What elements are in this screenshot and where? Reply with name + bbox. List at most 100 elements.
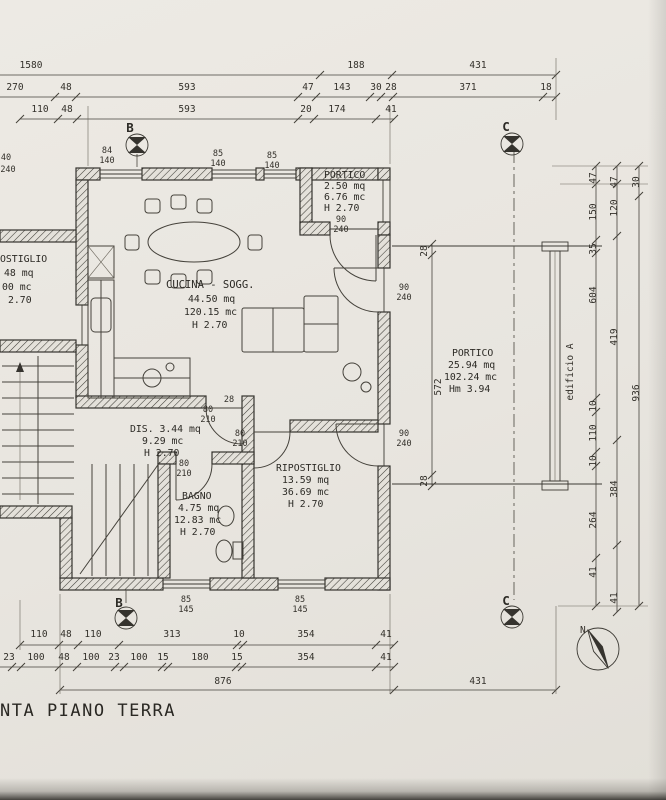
dim-label: 384 xyxy=(609,480,620,497)
opening-label: 90 xyxy=(399,283,409,293)
opening-label: 140 xyxy=(264,161,279,171)
dim-label: 270 xyxy=(6,82,23,93)
dim-label: 47 xyxy=(302,82,313,93)
dim-label: 48 xyxy=(60,629,72,640)
dim-label: 10 xyxy=(233,629,245,640)
opening-label: 84 xyxy=(102,146,112,156)
dim-label: 188 xyxy=(347,60,364,71)
furniture xyxy=(87,194,372,563)
north-arrow: N xyxy=(576,625,620,671)
dim-label: 23 xyxy=(108,652,119,663)
dim-label: 143 xyxy=(333,82,350,93)
section-marker-c-top: C xyxy=(500,119,524,156)
room-name: OSTIGLIO xyxy=(0,254,47,265)
toilet xyxy=(215,539,233,563)
room-name: CUCINA - SOGG. xyxy=(166,279,255,291)
window-bottom-1 xyxy=(162,579,211,589)
right-door-2 xyxy=(335,423,385,467)
dim-label: 431 xyxy=(469,676,486,687)
dim-label: 15 xyxy=(157,652,168,663)
left-wall-opening xyxy=(76,304,88,346)
opening-label: 140 xyxy=(99,156,114,166)
dim-label: 15 xyxy=(231,652,242,663)
dim-label: 354 xyxy=(297,652,314,663)
dim-label: 18 xyxy=(540,82,552,93)
entry-door xyxy=(329,228,378,282)
dim-label: 47 xyxy=(588,172,599,183)
chair xyxy=(196,198,213,214)
room-height: 2.70 xyxy=(8,295,32,306)
tall-unit xyxy=(87,245,115,279)
window-top-2 xyxy=(211,169,257,179)
room-name: RIPOSTIGLIO xyxy=(276,463,341,474)
dim-label: 593 xyxy=(178,82,195,93)
window-top-3 xyxy=(263,169,297,179)
sink xyxy=(90,297,112,333)
room-labels: PORTICO 2.50 mq 6.76 mc H 2.70 CUCINA - … xyxy=(0,170,576,538)
opening-label: 145 xyxy=(292,605,307,615)
dim-label: 876 xyxy=(214,676,231,687)
room-height: H 2.70 xyxy=(180,527,215,538)
north-label: N xyxy=(580,625,586,636)
section-marker-c-bottom: C xyxy=(500,593,524,629)
dim-label: 150 xyxy=(588,203,599,220)
chair xyxy=(144,269,161,285)
chair xyxy=(170,194,187,210)
opening-label: 80 xyxy=(203,405,213,415)
svg-text:B: B xyxy=(115,595,123,610)
room-height: H 2.70 xyxy=(288,499,323,510)
room-volume: 12.83 mc xyxy=(174,515,221,526)
room-name: PORTICO xyxy=(452,348,493,359)
compass-circle xyxy=(576,627,620,671)
opening-label: 85 xyxy=(213,149,223,159)
window-bottom-2 xyxy=(277,579,326,589)
dim-label: 110 xyxy=(31,104,48,115)
walls xyxy=(0,167,391,591)
stair-diagonal xyxy=(79,461,161,575)
chair xyxy=(196,269,213,285)
room-volume: 36.69 mc xyxy=(282,487,329,498)
dim-label: 20 xyxy=(300,104,312,115)
dim-label: 100 xyxy=(82,652,99,663)
dim-label: 35 xyxy=(588,243,599,254)
dim-label: 100 xyxy=(130,652,147,663)
dim-label: 28 xyxy=(385,82,397,93)
dim-label: 41 xyxy=(380,629,392,640)
side-table-small xyxy=(360,381,372,393)
svg-text:C: C xyxy=(502,593,510,608)
opening-label: 210 xyxy=(200,415,215,425)
dim-label: 41 xyxy=(609,592,620,604)
dim-label: 48 xyxy=(58,652,70,663)
room-volume: 00 mc xyxy=(2,282,32,293)
windows xyxy=(99,169,326,589)
drawing-title: NTA PIANO TERRA xyxy=(0,701,176,721)
dim-label: 1580 xyxy=(20,60,43,71)
kitchen-counter xyxy=(87,245,191,399)
bagno-door xyxy=(175,463,213,501)
bottom-edge-shadow xyxy=(0,778,666,800)
opening-label: 240 xyxy=(396,439,411,449)
window-top-1 xyxy=(99,169,143,179)
dim-label: 120 xyxy=(609,199,620,216)
svg-text:C: C xyxy=(502,119,510,134)
right-door-1 xyxy=(333,267,385,313)
dim-label: 30 xyxy=(370,82,382,93)
room-height: H 2.70 xyxy=(324,203,359,214)
bathroom-fixtures xyxy=(215,505,244,563)
section-marker-b-top: B xyxy=(125,120,149,157)
dim-label: 30 xyxy=(631,176,642,188)
room-volume: 6.76 mc xyxy=(324,192,365,203)
room-volume: 9.29 mc xyxy=(142,436,183,447)
portico-structure xyxy=(382,168,602,491)
room-height: H 2.70 xyxy=(144,448,179,459)
column-cap-bottom xyxy=(541,480,569,491)
dim-label: 354 xyxy=(297,629,314,640)
opening-label: 85 xyxy=(267,151,277,161)
opening-label: 145 xyxy=(178,605,193,615)
dim-label: 110 xyxy=(588,424,599,441)
chair xyxy=(170,273,187,289)
dim-label: 371 xyxy=(459,82,476,93)
dining-table xyxy=(147,221,241,263)
dim-label: 10 xyxy=(588,455,599,467)
